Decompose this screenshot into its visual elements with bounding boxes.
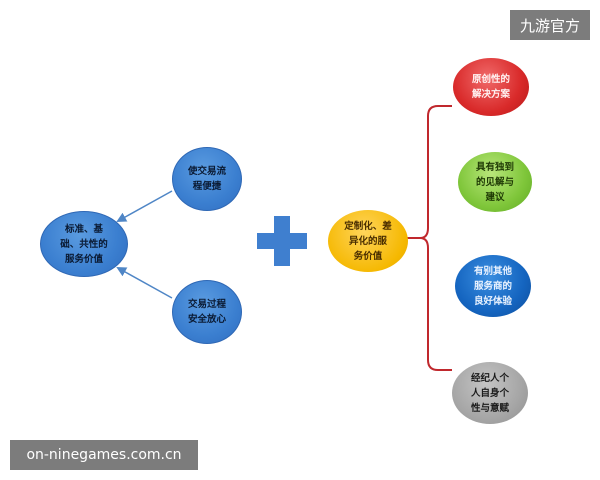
unique-insight-node: 具有独到 的见解与 建议: [458, 152, 532, 212]
plus-icon: [257, 216, 307, 266]
unique-insight-line-2: 的见解与: [475, 176, 514, 188]
unique-insight-line-3: 建议: [485, 191, 505, 203]
safe-process-line-2: 安全放心: [187, 314, 226, 325]
standard-value-node: 标准、基 础、共性的 服务价值: [40, 211, 128, 277]
personal-character-line-1: 经纪人个: [470, 372, 509, 384]
standard-value-line-2: 础、共性的: [60, 238, 108, 250]
personal-character-line-3: 性与意赋: [470, 402, 509, 414]
good-experience-node: 有别其他 服务商的 良好体验: [455, 255, 531, 317]
personal-character-line-2: 人自身个: [470, 387, 509, 399]
personal-character-node: 经纪人个 人自身个 性与意赋: [452, 362, 528, 424]
safe-process-line-1: 交易过程: [187, 299, 226, 310]
standard-value-line-3: 服务价值: [64, 253, 103, 265]
watermark-top: 九游官方: [510, 10, 590, 40]
customized-value-line-1: 定制化、差: [344, 220, 392, 232]
safe-process-node: 交易过程 安全放心: [172, 280, 242, 344]
original-solution-node: 原创性的 解决方案: [453, 58, 529, 116]
bracket-connector: [407, 105, 452, 371]
convenient-process-node: 使交易流 程便捷: [172, 147, 242, 211]
arrow-top-to-left: [116, 190, 173, 222]
original-solution-line-2: 解决方案: [471, 89, 510, 100]
unique-insight-line-1: 具有独到: [475, 161, 514, 173]
arrow-bottom-to-left: [116, 267, 173, 299]
customized-value-line-2: 异化的服: [348, 235, 387, 247]
watermark-bottom: on-ninegames.com.cn: [10, 440, 198, 470]
convenient-process-line-1: 使交易流: [187, 166, 226, 177]
good-experience-line-1: 有别其他: [473, 265, 512, 277]
customized-value-node: 定制化、差 异化的服 务价值: [328, 210, 408, 272]
standard-value-line-1: 标准、基: [64, 223, 103, 235]
customized-value-line-3: 务价值: [353, 250, 383, 262]
original-solution-line-1: 原创性的: [471, 74, 510, 85]
good-experience-line-2: 服务商的: [473, 280, 512, 292]
good-experience-line-3: 良好体验: [473, 295, 512, 307]
convenient-process-line-2: 程便捷: [192, 181, 222, 192]
